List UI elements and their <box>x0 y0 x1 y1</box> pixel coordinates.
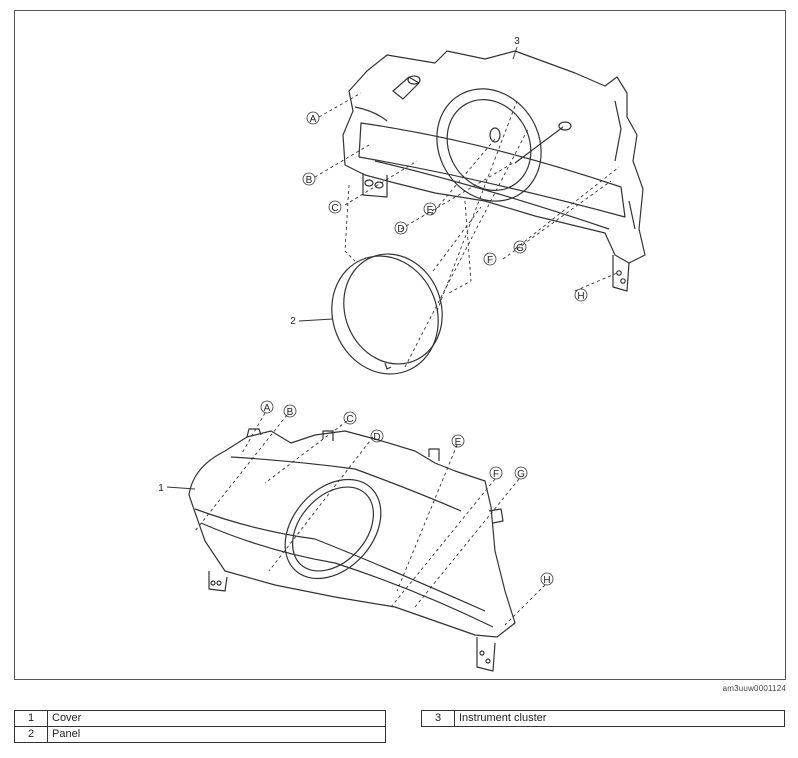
legend-label: Instrument cluster <box>454 710 785 727</box>
legend-number: 1 <box>14 710 48 727</box>
callout-3: 3 <box>514 36 520 47</box>
reference-id: am3uuw0001124 <box>722 684 786 693</box>
callout-h-lower: H <box>543 575 550 586</box>
callout-c-upper: C <box>331 203 338 214</box>
cover-part <box>188 428 516 672</box>
callout-f-lower: F <box>493 469 499 480</box>
callout-c-lower: C <box>346 414 353 425</box>
callout-g-upper: G <box>516 243 524 254</box>
legend-label: Panel <box>47 726 386 743</box>
legend-row: 1 Cover <box>14 710 386 727</box>
legend-number: 2 <box>14 726 48 743</box>
leader-lines <box>166 46 518 490</box>
callout-b-lower: B <box>287 407 294 418</box>
callout-1: 1 <box>158 483 164 494</box>
panel-part <box>331 253 443 375</box>
legend-row: 2 Panel <box>14 726 386 743</box>
callout-e-upper: E <box>427 205 434 216</box>
callout-d-lower: D <box>373 432 380 443</box>
callout-2: 2 <box>290 316 296 327</box>
alignment-lines-lower <box>194 412 546 626</box>
exploded-view-diagram: 3 2 1 A B C D E F G H A B C D E F G H <box>158 36 646 672</box>
callout-a-upper: A <box>310 114 317 125</box>
diagram-frame: 3 2 1 A B C D E F G H A B C D E F G H <box>14 10 786 680</box>
callout-d-upper: D <box>397 224 404 235</box>
legend-table-left: 1 Cover 2 Panel <box>14 710 386 743</box>
callout-h-upper: H <box>577 291 584 302</box>
alignment-lines-upper <box>314 92 620 368</box>
callout-f-upper: F <box>487 255 493 266</box>
legend-label: Cover <box>47 710 386 727</box>
legend-number: 3 <box>421 710 455 727</box>
callout-markers <box>260 111 588 586</box>
callout-a-lower: A <box>264 403 271 414</box>
legend-table-right: 3 Instrument cluster <box>421 710 785 727</box>
legend-row: 3 Instrument cluster <box>421 710 785 727</box>
callout-b-upper: B <box>306 175 313 186</box>
callout-g-lower: G <box>517 469 525 480</box>
instrument-cluster-part <box>342 50 646 292</box>
callout-e-lower: E <box>455 437 462 448</box>
